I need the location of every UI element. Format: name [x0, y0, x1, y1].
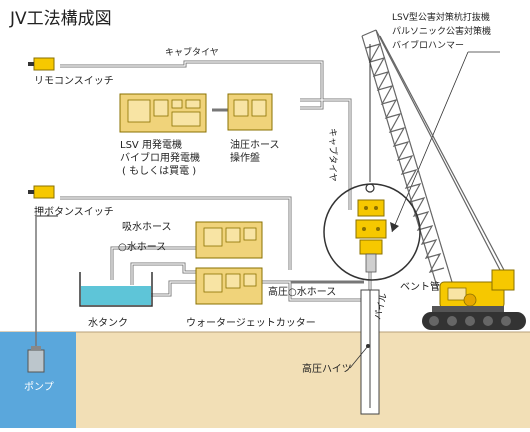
cab-tire-vertical-label: キャブタイヤ — [327, 128, 339, 182]
push-button-label: 押ボタンスイッチ — [34, 205, 114, 218]
hp-water-hose-label: 高圧○水ホース — [268, 285, 336, 298]
hydraulic-label-1: 油圧ホース — [230, 138, 280, 151]
vibro-hammer — [355, 199, 387, 273]
machine-label-arrowhead — [390, 222, 399, 232]
push-button-icon — [33, 185, 55, 199]
suction-hose-label: 吸水ホース — [122, 221, 172, 233]
crane-boom — [361, 29, 506, 291]
water-jet-cutter-unit — [195, 267, 263, 305]
cutter-label: ウォータージェットカッター — [186, 317, 316, 329]
generator-label-2: バイブロ用発電機 — [120, 151, 200, 164]
machine-label-arrow — [391, 51, 469, 233]
push-button-plug — [28, 190, 34, 194]
pump-label: ポンプ — [24, 381, 54, 393]
water-tank-label: 水タンク — [88, 317, 128, 329]
hp-hits-label: 高圧ハイツ — [302, 362, 352, 375]
cab-tire-cables-inner — [60, 61, 351, 270]
generator-label-3: ( もしくは買電 ) — [122, 165, 196, 177]
remote-switch-icon — [33, 57, 55, 71]
machine-label-line2: パルソニック公害対策機 — [392, 25, 491, 37]
generator-unit — [119, 93, 207, 133]
hp-hits-dot — [366, 344, 370, 348]
bent-pipe-label: ベント管 — [400, 280, 440, 293]
hydraulic-label-2: 操作盤 — [230, 151, 260, 164]
diagram-title: JV工法構成図 — [9, 9, 112, 29]
hp-hits-leader — [349, 345, 369, 369]
machine-label-line1: LSV型公害対策杭打抜機 — [392, 11, 490, 23]
remote-switch-label: リモコンスイッチ — [34, 75, 114, 87]
cab-tire-top-label: キャブタイヤ — [165, 46, 219, 58]
pile-borehole — [360, 289, 380, 415]
crawler-crane — [422, 269, 526, 330]
generator-label-1: LSV 用発電機 — [120, 138, 182, 151]
water-generator-unit — [195, 221, 263, 259]
ground — [0, 332, 530, 428]
water-hose-label: ○水ホース — [118, 241, 166, 253]
detail-circle — [323, 183, 421, 281]
water-tank — [79, 272, 153, 307]
hook-icon — [365, 183, 375, 193]
hydraulic-panel-unit — [227, 93, 273, 131]
pump-icon — [27, 346, 45, 373]
remote-switch-plug — [28, 62, 34, 66]
machine-label-line3: バイブロハンマー — [392, 39, 464, 51]
